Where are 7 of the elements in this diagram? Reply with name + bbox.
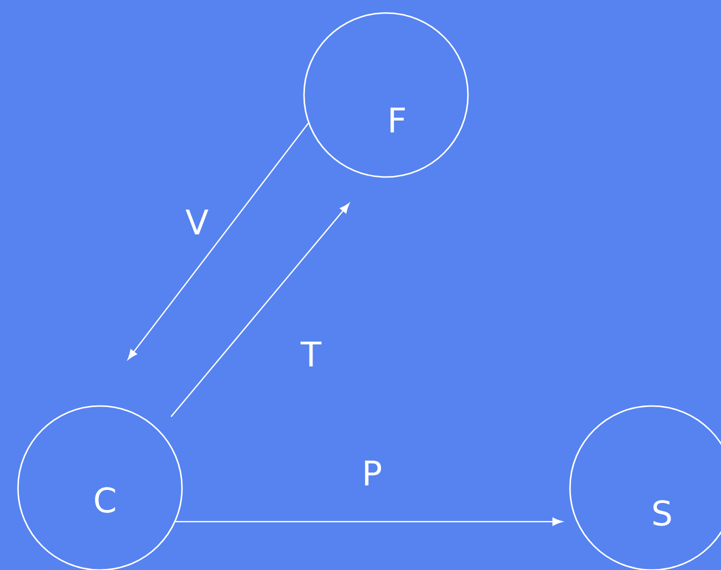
arrow — [176, 518, 562, 526]
circle-node: F — [303, 12, 469, 178]
arrow — [128, 122, 309, 360]
edge-label: P — [360, 460, 384, 486]
arrow — [170, 203, 350, 418]
edge-label: T — [300, 340, 322, 368]
edge-label: V — [184, 208, 210, 236]
